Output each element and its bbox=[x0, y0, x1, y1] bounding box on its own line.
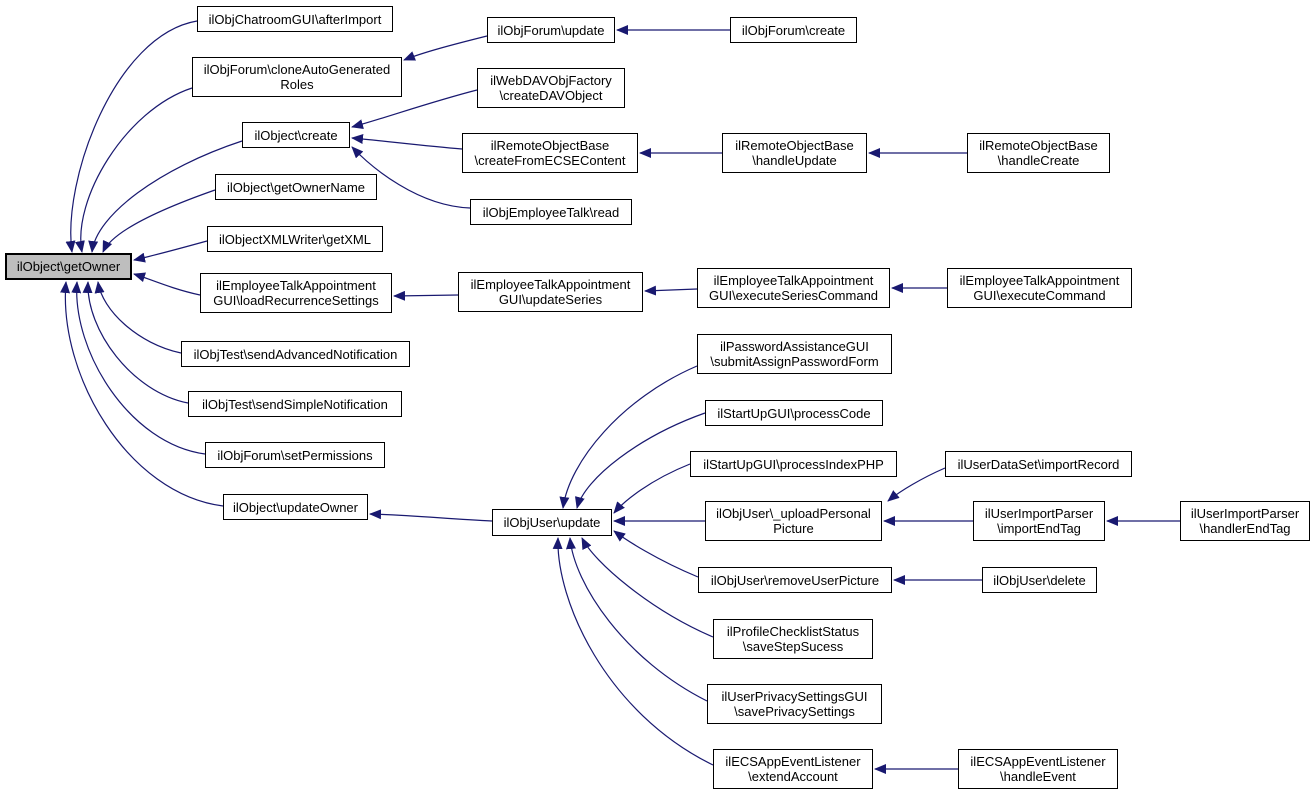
graph-node-executeCommand[interactable]: ilEmployeeTalkAppointment GUI\executeCom… bbox=[947, 268, 1132, 308]
graph-node-removeUserPicture[interactable]: ilObjUser\removeUserPicture bbox=[698, 567, 892, 593]
graph-node-objectCreate[interactable]: ilObject\create bbox=[242, 122, 350, 148]
edge-processIndexPHP-to-objUserUpdate bbox=[613, 463, 691, 514]
graph-node-getOwner: ilObject\getOwner bbox=[5, 253, 132, 280]
graph-node-savePrivacySettings[interactable]: ilUserPrivacySettingsGUI \savePrivacySet… bbox=[707, 684, 882, 724]
graph-node-processCode[interactable]: ilStartUpGUI\processCode bbox=[705, 400, 883, 426]
graph-node-handleUpdate[interactable]: ilRemoteObjectBase \handleUpdate bbox=[722, 133, 867, 173]
edge-sendSimpleNotification-to-getOwner bbox=[82, 281, 189, 404]
edge-cloneAutoGeneratedRoles-to-getOwner bbox=[75, 87, 193, 253]
edge-getXML-to-getOwner bbox=[133, 240, 208, 263]
graph-node-updateSeries[interactable]: ilEmployeeTalkAppointment GUI\updateSeri… bbox=[458, 272, 643, 312]
edge-executeSeriesCommand-to-updateSeries bbox=[644, 285, 698, 296]
graph-node-uploadPersonalPicture[interactable]: ilObjUser\_uploadPersonal Picture bbox=[705, 501, 882, 541]
graph-node-importRecord[interactable]: ilUserDataSet\importRecord bbox=[945, 451, 1132, 477]
graph-node-handleCreate[interactable]: ilRemoteObjectBase \handleCreate bbox=[967, 133, 1110, 173]
graph-node-updateOwner[interactable]: ilObject\updateOwner bbox=[223, 494, 368, 520]
graph-node-objUserUpdate[interactable]: ilObjUser\update bbox=[492, 509, 612, 536]
edge-updateSeries-to-loadRecurrenceSettings bbox=[393, 290, 459, 301]
graph-node-cloneAutoGeneratedRoles[interactable]: ilObjForum\cloneAutoGenerated Roles bbox=[192, 57, 402, 97]
graph-node-getOwnerName[interactable]: ilObject\getOwnerName bbox=[215, 174, 377, 200]
graph-node-forumUpdate[interactable]: ilObjForum\update bbox=[487, 17, 615, 43]
graph-node-importEndTag[interactable]: ilUserImportParser \importEndTag bbox=[973, 501, 1105, 541]
edge-sendAdvancedNotification-to-getOwner bbox=[94, 281, 182, 354]
edge-objUserUpdate-to-updateOwner bbox=[369, 509, 493, 522]
edge-extendAccount-to-objUserUpdate bbox=[552, 537, 714, 766]
graph-node-handleEvent[interactable]: ilECSAppEventListener \handleEvent bbox=[958, 749, 1118, 789]
edge-createFromECSEContent-to-objectCreate bbox=[351, 134, 463, 150]
edge-getOwnerName-to-getOwner bbox=[102, 189, 216, 253]
graph-node-extendAccount[interactable]: ilECSAppEventListener \extendAccount bbox=[713, 749, 873, 789]
graph-node-createFromECSEContent[interactable]: ilRemoteObjectBase \createFromECSEConten… bbox=[462, 133, 638, 173]
graph-node-employeeTalkRead[interactable]: ilObjEmployeeTalk\read bbox=[470, 199, 632, 225]
graph-node-sendAdvancedNotification[interactable]: ilObjTest\sendAdvancedNotification bbox=[181, 341, 410, 367]
edge-removeUserPicture-to-objUserUpdate bbox=[613, 530, 699, 578]
edge-afterImport-to-getOwner bbox=[65, 20, 198, 253]
edge-setPermissions-to-getOwner bbox=[71, 281, 206, 455]
graph-node-forumCreate[interactable]: ilObjForum\create bbox=[730, 17, 857, 43]
graph-node-handlerEndTag[interactable]: ilUserImportParser \handlerEndTag bbox=[1180, 501, 1310, 541]
graph-node-submitAssignPasswordForm[interactable]: ilPasswordAssistanceGUI \submitAssignPas… bbox=[697, 334, 892, 374]
graph-node-processIndexPHP[interactable]: ilStartUpGUI\processIndexPHP bbox=[690, 451, 897, 477]
graph-node-sendSimpleNotification[interactable]: ilObjTest\sendSimpleNotification bbox=[188, 391, 402, 417]
graph-node-objUserDelete[interactable]: ilObjUser\delete bbox=[982, 567, 1097, 593]
graph-node-afterImport[interactable]: ilObjChatroomGUI\afterImport bbox=[197, 6, 393, 32]
graph-node-getXML[interactable]: ilObjectXMLWriter\getXML bbox=[207, 226, 383, 252]
graph-node-createDAVObject[interactable]: ilWebDAVObjFactory \createDAVObject bbox=[477, 68, 625, 108]
graph-node-saveStepSucess[interactable]: ilProfileChecklistStatus \saveStepSucess bbox=[713, 619, 873, 659]
graph-node-executeSeriesCommand[interactable]: ilEmployeeTalkAppointment GUI\executeSer… bbox=[697, 268, 890, 308]
graph-node-loadRecurrenceSettings[interactable]: ilEmployeeTalkAppointment GUI\loadRecurr… bbox=[200, 273, 392, 313]
edge-loadRecurrenceSettings-to-getOwner bbox=[133, 272, 201, 296]
edge-submitAssignPasswordForm-to-objUserUpdate bbox=[559, 365, 698, 509]
edge-savePrivacySettings-to-objUserUpdate bbox=[565, 537, 708, 702]
edge-forumUpdate-to-cloneAutoGeneratedRoles bbox=[403, 35, 488, 61]
edge-saveStepSucess-to-objUserUpdate bbox=[581, 537, 714, 638]
edge-processCode-to-objUserUpdate bbox=[575, 412, 706, 509]
graph-node-setPermissions[interactable]: ilObjForum\setPermissions bbox=[205, 442, 385, 468]
